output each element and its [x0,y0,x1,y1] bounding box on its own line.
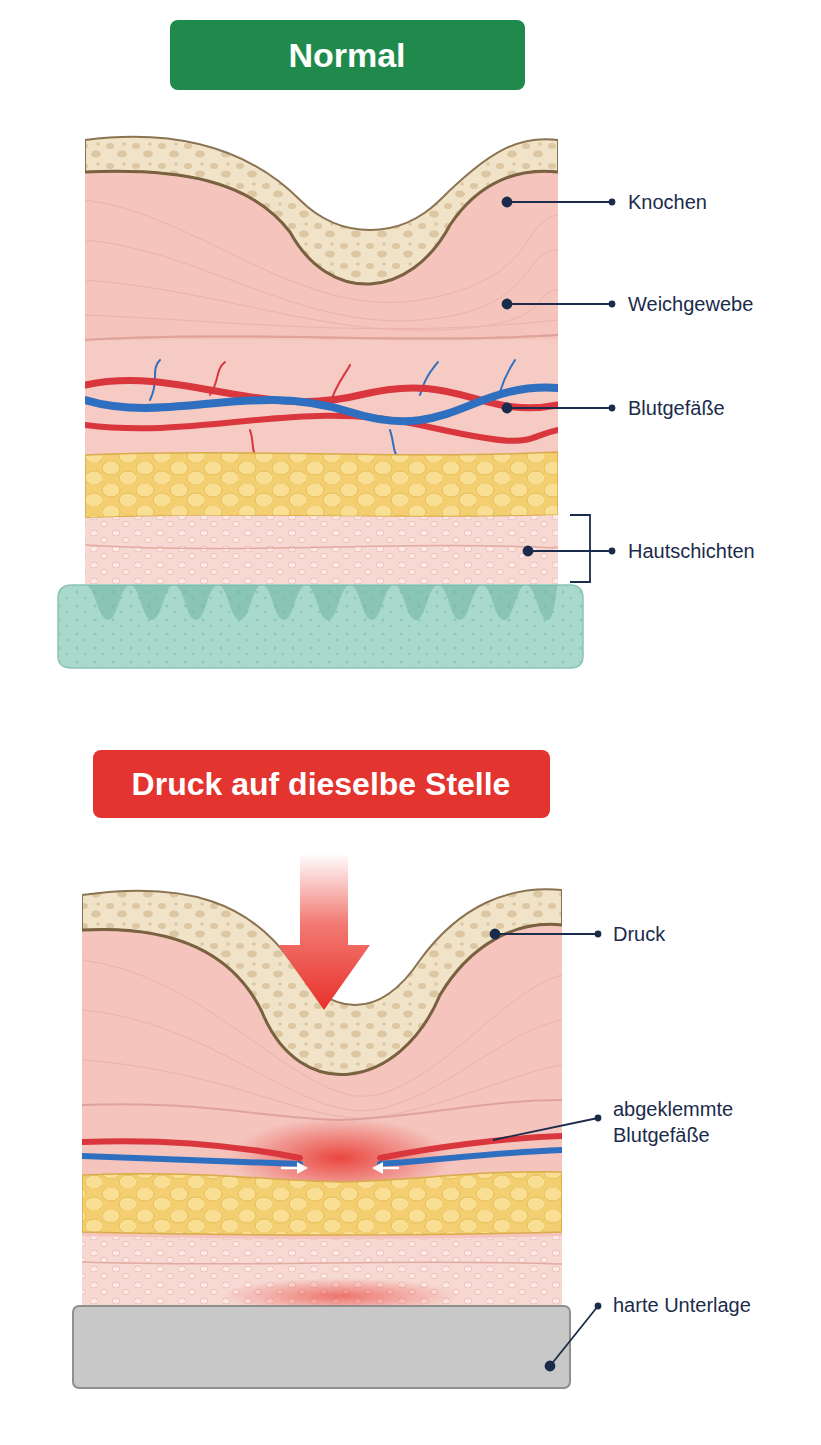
normal-tissue [85,128,558,584]
part-label: Knochen [628,189,707,215]
part-label: abgeklemmte Blutgefäße [613,1096,763,1148]
heading-box: Druck auf dieselbe Stelle [93,750,550,818]
pressure-arrow [278,853,370,1010]
heading-text: Normal [288,36,405,75]
part-label: Druck [613,921,665,947]
part-label: Weichgewebe [628,291,753,317]
heading-box: Normal [170,20,525,90]
heading-text: Druck auf dieselbe Stelle [132,766,511,803]
part-label: Hautschichten [628,538,755,564]
part-label: Blutgefäße [628,395,725,421]
part-label: harte Unterlage [613,1292,751,1318]
